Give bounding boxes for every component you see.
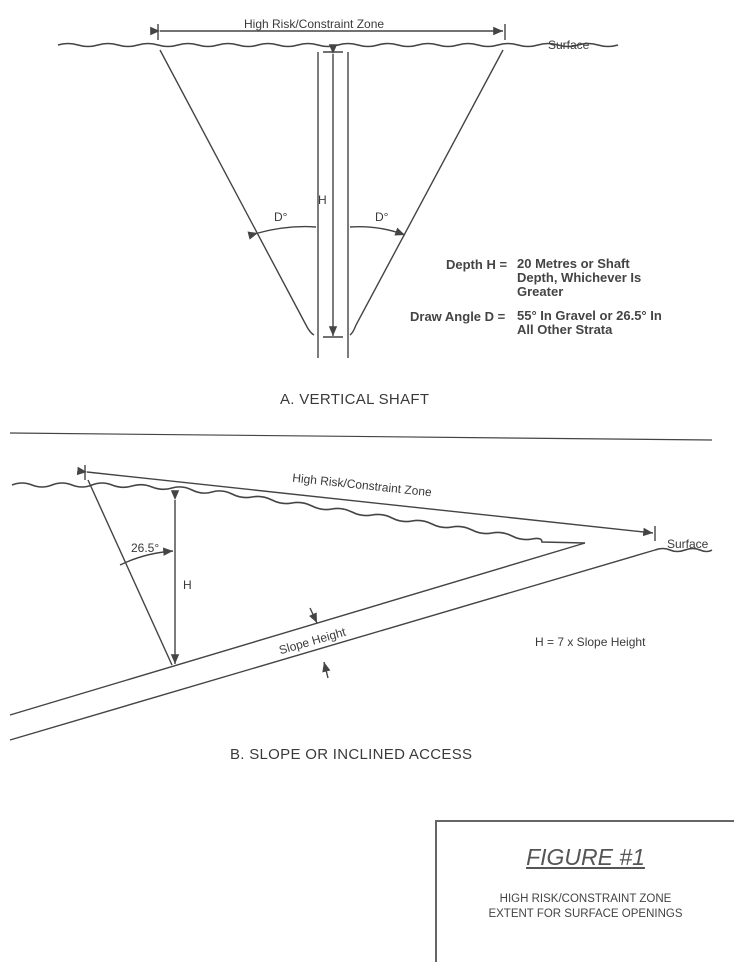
slope-lower <box>9 549 656 741</box>
caption-a: A. VERTICAL SHAFT <box>280 391 430 408</box>
angle-arc-b <box>119 547 174 566</box>
angle-label-b: 26.5° <box>131 541 160 555</box>
formula-label: H = 7 x Slope Height <box>535 635 646 649</box>
surface-line-a <box>57 42 619 48</box>
surface-label-b: Surface <box>667 537 709 551</box>
angle-arc-left <box>247 225 317 240</box>
section-divider <box>9 432 713 441</box>
draw-line-b <box>87 479 173 666</box>
cone-left <box>159 49 315 336</box>
surface-right-b <box>654 547 713 553</box>
caption-b: B. SLOPE OR INCLINED ACCESS <box>230 746 473 763</box>
h-label-b: H <box>183 578 192 592</box>
angle-arc-right <box>349 225 406 236</box>
d-label-left: D° <box>274 210 288 224</box>
h-label-a: H <box>318 193 327 207</box>
zone-label-a: High Risk/Constraint Zone <box>244 17 385 31</box>
slope-upper <box>9 542 586 716</box>
d-label-right: D° <box>375 210 389 224</box>
surface-label-a: Surface <box>548 38 590 52</box>
depth-key: Depth H = <box>446 257 508 272</box>
zone-arrow-b <box>76 466 654 537</box>
figure-title: FIGURE #1 <box>526 844 645 870</box>
cone-right <box>349 49 504 336</box>
angle-key: Draw Angle D = <box>410 309 506 324</box>
surface-line-b <box>11 482 586 544</box>
